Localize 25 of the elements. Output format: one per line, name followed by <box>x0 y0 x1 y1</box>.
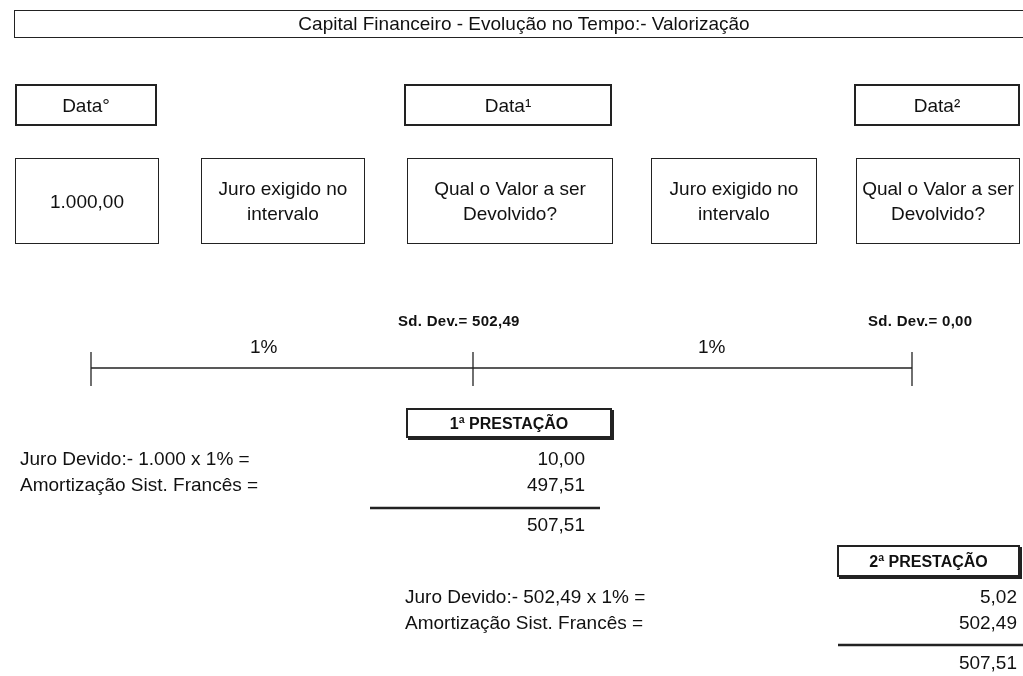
total-text: 507,51 <box>526 514 585 536</box>
installment-box: 1ª PRESTAÇÃO <box>406 408 612 438</box>
formula-text: Amortização Sist. Francês = <box>405 612 644 634</box>
value-box: 1.000,00 <box>15 158 159 244</box>
date-box: Data¹ <box>404 84 612 126</box>
rate-text: 1% <box>250 336 278 358</box>
value-box: Qual o Valor a ser Devolvido? <box>407 158 613 244</box>
amount-text: 502,49 <box>958 612 1017 634</box>
formula-text: Juro Devido:- 502,49 x 1% = <box>405 586 646 608</box>
amount-text: 10,00 <box>537 448 585 470</box>
amount-text: 497,51 <box>526 474 585 496</box>
formula-text: Juro Devido:- 1.000 x 1% = <box>20 448 250 470</box>
value-box: Juro exigido no intervalo <box>201 158 365 244</box>
rate-text: 1% <box>698 336 726 358</box>
value-box: Juro exigido no intervalo <box>651 158 817 244</box>
value-box: Qual o Valor a ser Devolvido? <box>856 158 1020 244</box>
date-box: Data° <box>15 84 157 126</box>
amount-text: 5,02 <box>980 586 1017 608</box>
total-text: 507,51 <box>958 652 1017 674</box>
balance-text: Sd. Dev.= 0,00 <box>868 311 973 331</box>
date-box: Data² <box>854 84 1020 126</box>
installment-box: 2ª PRESTAÇÃO <box>837 545 1020 577</box>
title-banner: Capital Financeiro - Evolução no Tempo:- Valorização <box>14 10 1023 38</box>
balance-text: Sd. Dev.= 502,49 <box>398 311 520 331</box>
formula-text: Amortização Sist. Francês = <box>20 474 259 496</box>
